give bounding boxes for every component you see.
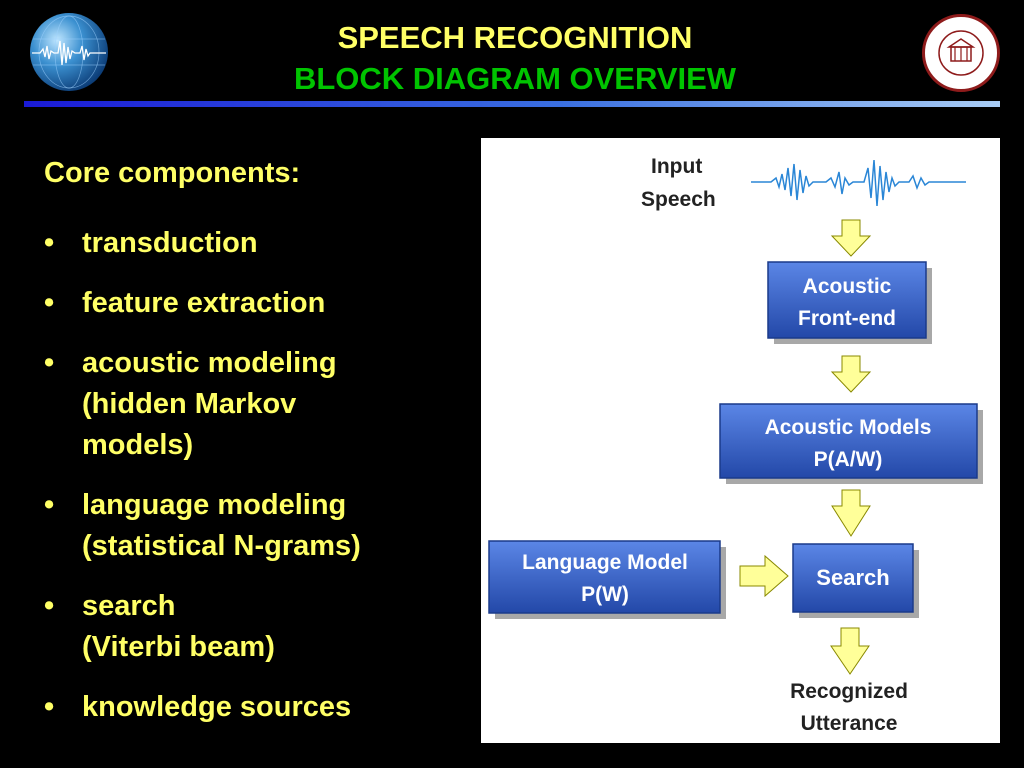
bullet-icon: • [44, 287, 55, 319]
seal-emblem-icon [938, 30, 984, 76]
slide-title-line1: SPEECH RECOGNITION [337, 20, 693, 55]
search-box [792, 543, 914, 613]
recognized-utterance-line1: Recognized [790, 680, 908, 703]
arrow-down-icon [831, 489, 871, 537]
acoustic-models-box [719, 403, 978, 479]
acoustic-front-end-box [767, 261, 927, 339]
acoustic-models-line2: P(A/W) [814, 448, 883, 471]
acoustic-front-end-line1: Acoustic [803, 275, 892, 298]
language-model-box [488, 540, 721, 614]
block-diagram-svg: Input Speech Acoustic Front-end Acoustic… [488, 155, 983, 735]
globe-waveform-logo [30, 13, 108, 91]
list-item-detail: (statistical N-grams) [82, 530, 361, 562]
block-diagram: Input Speech Acoustic Front-end Acoustic… [481, 138, 1000, 743]
list-item-label: transduction [82, 227, 258, 259]
slide-title-line2: BLOCK DIAGRAM OVERVIEW [293, 61, 737, 96]
arrow-down-icon [830, 627, 870, 675]
input-speech-label-line1: Input [651, 155, 702, 178]
list-item: • language modeling (statistical N-grams… [44, 485, 361, 567]
list-item-label: feature extraction [82, 287, 326, 319]
list-item-label: language modeling [82, 489, 347, 521]
arrow-down-icon [830, 219, 872, 257]
list-item-label: search [82, 590, 176, 622]
language-model-line1: Language Model [522, 551, 688, 574]
list-item-detail: (hidden Markov models) [82, 388, 297, 461]
bullet-icon: • [44, 489, 55, 521]
list-item: • search (Viterbi beam) [44, 586, 361, 668]
bullet-icon: • [44, 590, 55, 622]
university-seal [922, 14, 1000, 92]
language-model-line2: P(W) [581, 583, 629, 606]
list-item: • transduction [44, 223, 361, 264]
waveform-icon [32, 15, 106, 89]
speech-waveform-icon [751, 159, 966, 207]
arrow-right-icon [739, 554, 789, 598]
title-divider [24, 101, 1000, 107]
list-item-detail: (Viterbi beam) [82, 631, 275, 663]
list-item: • acoustic modeling (hidden Markov model… [44, 343, 361, 466]
core-components-list: • transduction • feature extraction • ac… [44, 223, 361, 747]
search-label: Search [816, 565, 889, 590]
bullet-icon: • [44, 227, 55, 259]
acoustic-models-line1: Acoustic Models [765, 416, 932, 439]
bullet-icon: • [44, 691, 55, 723]
arrow-down-icon [830, 355, 872, 393]
list-item: • feature extraction [44, 283, 361, 324]
list-item: • knowledge sources [44, 687, 361, 728]
core-components-heading: Core components: [44, 157, 301, 189]
acoustic-front-end-line2: Front-end [798, 307, 896, 330]
list-item-label: acoustic modeling [82, 347, 337, 379]
recognized-utterance-line2: Utterance [801, 712, 898, 735]
input-speech-label-line2: Speech [641, 188, 716, 211]
bullet-icon: • [44, 347, 55, 379]
list-item-label: knowledge sources [82, 691, 352, 723]
